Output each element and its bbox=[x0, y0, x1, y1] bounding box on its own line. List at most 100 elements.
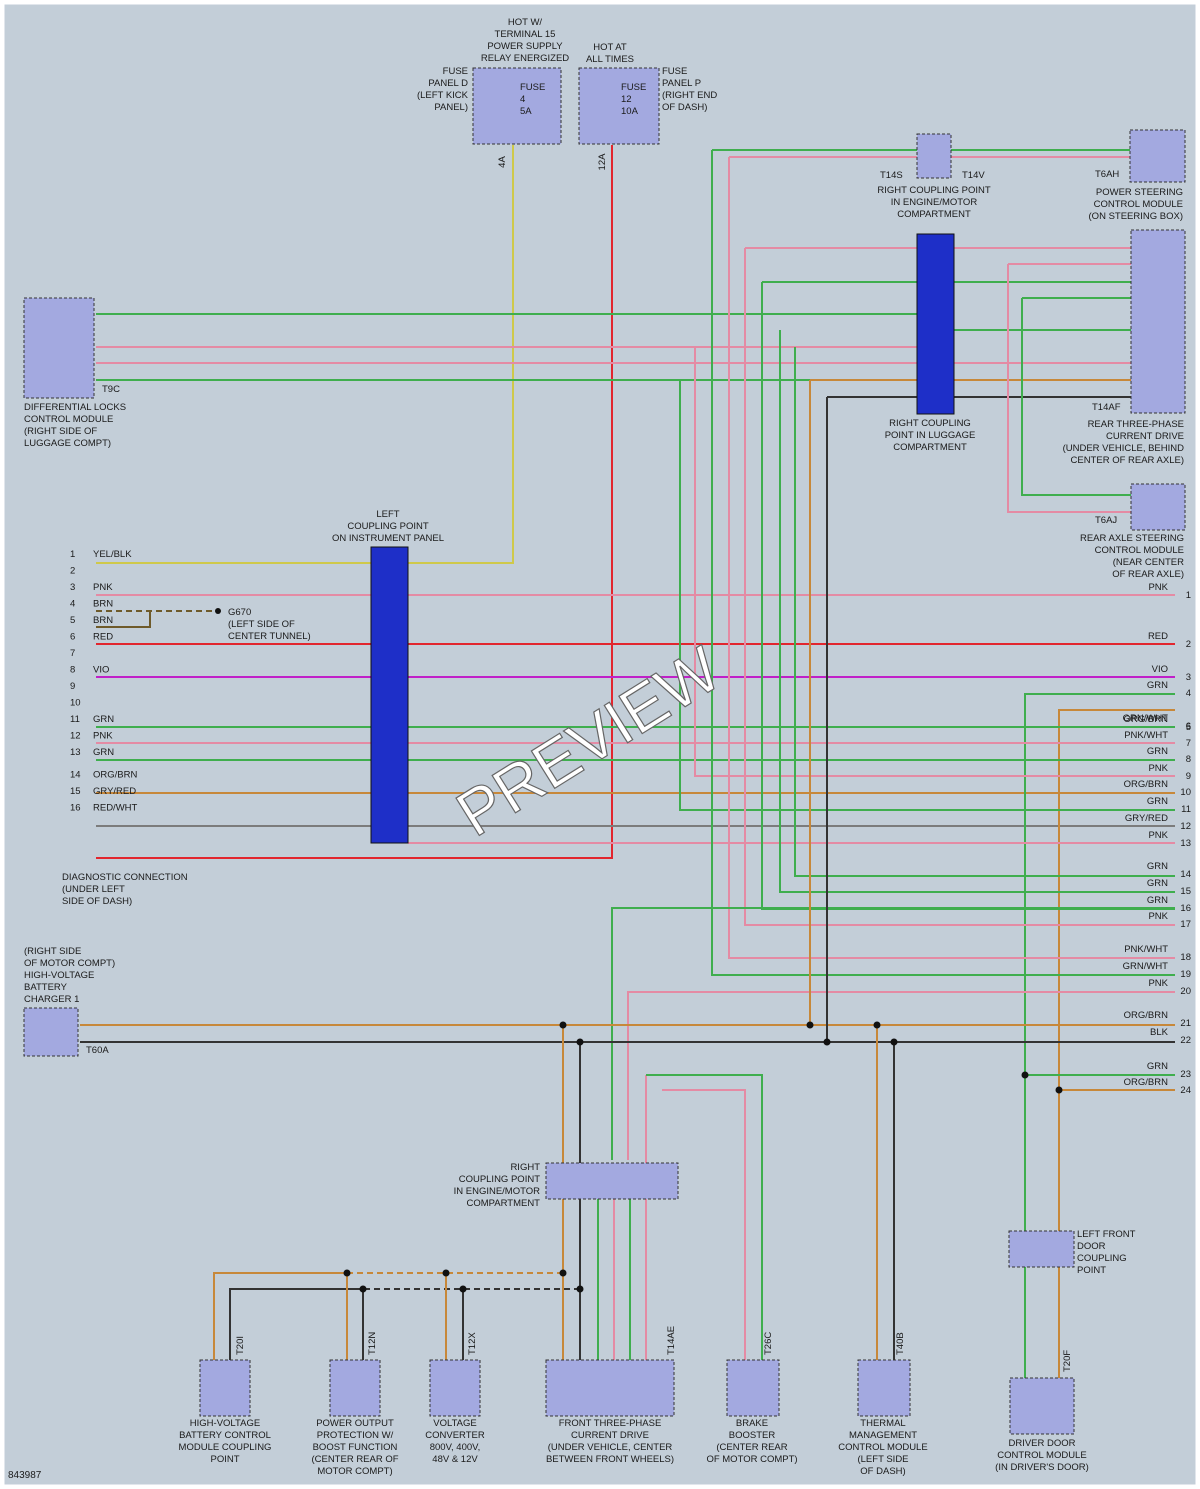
fuse-d-name-line: PANEL) bbox=[434, 102, 468, 113]
fuse-d-name-line: (LEFT KICK bbox=[417, 90, 469, 101]
hv-bcm-name-line: POINT bbox=[210, 1454, 239, 1465]
grn-wire bbox=[611, 907, 1175, 1160]
hv-bcm-name-line: HIGH-VOLTAGE bbox=[190, 1418, 260, 1429]
fuse-d-fuse-line: 4 bbox=[520, 94, 525, 105]
rear-steer-name-line: OF REAR AXLE) bbox=[1112, 569, 1184, 580]
fuse-d-note-line: RELAY ENERGIZED bbox=[481, 53, 569, 64]
left-pin-wire: YEL/BLK bbox=[93, 549, 132, 560]
splice-dot bbox=[576, 1285, 584, 1293]
power-output-name-line: BOOST FUNCTION bbox=[313, 1442, 398, 1453]
splice-dot bbox=[1021, 1071, 1029, 1079]
power-steering-name-line: POWER STEERING bbox=[1096, 187, 1183, 198]
left-pin-number: 3 bbox=[70, 582, 75, 593]
left-coupling-point-block bbox=[370, 546, 409, 844]
power-output-name-line: PROTECTION W/ bbox=[317, 1430, 394, 1441]
rear-steering-box bbox=[1130, 483, 1186, 531]
fuse-d-fuse-line: 5A bbox=[520, 106, 532, 117]
fuse-p-fuse-line: 10A bbox=[621, 106, 639, 117]
rear-drive-name-line: CENTER OF REAR AXLE) bbox=[1071, 455, 1185, 466]
rcp-engine-top-name-line: RIGHT COUPLING POINT bbox=[877, 185, 991, 196]
brake-booster-name-line: BRAKE bbox=[736, 1418, 768, 1429]
right-ref-wire: ORG/BRN bbox=[1124, 714, 1168, 725]
conn-t12n: T12N bbox=[367, 1332, 378, 1355]
left-pin-wire: RED bbox=[93, 632, 113, 643]
rear-steer-name-line: CONTROL MODULE bbox=[1095, 545, 1184, 556]
power-output-name-line: POWER OUTPUT bbox=[316, 1418, 394, 1429]
power-steering-name-line: CONTROL MODULE bbox=[1094, 199, 1183, 210]
right-ref-number: 15 bbox=[1180, 886, 1191, 897]
left-pin-wire: GRY/RED bbox=[93, 786, 136, 797]
wires-layer bbox=[80, 145, 1175, 1378]
yel-blk-wire bbox=[408, 145, 514, 564]
diag-name-line: SIDE OF DASH) bbox=[62, 896, 132, 907]
splice-dot bbox=[559, 1021, 567, 1029]
rcp-engine-top-name-line: COMPARTMENT bbox=[897, 209, 971, 220]
splice-dot bbox=[459, 1285, 467, 1293]
left-pin-wire: PNK bbox=[93, 582, 113, 593]
left-pin-wire: BRN bbox=[93, 599, 113, 610]
left-pin-number: 13 bbox=[70, 747, 81, 758]
diff-locks-conn: T9C bbox=[102, 384, 120, 395]
left-pin-number: 10 bbox=[70, 698, 81, 709]
rcp-luggage-name-line: COMPARTMENT bbox=[893, 442, 967, 453]
left-pin-wire: RED/WHT bbox=[93, 803, 138, 814]
splice-dot bbox=[442, 1269, 450, 1277]
rcp-engine-bottom-name-line: IN ENGINE/MOTOR bbox=[454, 1186, 541, 1197]
left-pin-number: 1 bbox=[70, 549, 75, 560]
left-pin-number: 11 bbox=[70, 714, 80, 725]
conn-t14ae: T14AE bbox=[666, 1326, 677, 1355]
right-ref-number: 5 bbox=[1186, 722, 1191, 733]
brake-booster-box bbox=[726, 1359, 780, 1417]
components-layer bbox=[23, 67, 1186, 1435]
org-brn-wire bbox=[213, 1272, 347, 1360]
right-ref-wire: GRN bbox=[1147, 746, 1168, 757]
rear-drive-box bbox=[1130, 229, 1186, 414]
preview-watermark: PREVIEW bbox=[444, 632, 733, 850]
left-pin-wire: VIO bbox=[93, 665, 109, 676]
right-ref-wire: PNK bbox=[1148, 911, 1168, 922]
pnk-wire bbox=[662, 1089, 746, 1360]
right-ref-number: 1 bbox=[1186, 590, 1191, 601]
rcp-engine-bottom-name-line: COMPARTMENT bbox=[466, 1198, 540, 1209]
right-ref-wire: GRN bbox=[1147, 1061, 1168, 1072]
fuse-d-name-line: PANEL D bbox=[428, 78, 468, 89]
grn-wire bbox=[1021, 298, 1131, 496]
fuse-d-fuse-line: FUSE bbox=[520, 82, 545, 93]
right-ref-number: 17 bbox=[1180, 919, 1191, 930]
right-ref-wire: GRY/RED bbox=[1125, 813, 1168, 824]
hv-charger-name-line: BATTERY bbox=[24, 982, 68, 993]
rear-drive-name-line: (UNDER VEHICLE, BEHIND bbox=[1063, 443, 1185, 454]
splice-dot bbox=[559, 1269, 567, 1277]
right-ref-number: 18 bbox=[1180, 952, 1191, 963]
voltage-conv-name-line: 48V & 12V bbox=[432, 1454, 478, 1465]
hv-battery-coupling-box bbox=[199, 1359, 251, 1417]
fuse-p-name-line: (RIGHT END bbox=[662, 90, 717, 101]
fuse-panel-d-box bbox=[472, 67, 562, 145]
right-ref-wire: PNK/WHT bbox=[1124, 944, 1168, 955]
brake-booster-name-line: OF MOTOR COMPT) bbox=[706, 1454, 797, 1465]
brake-booster-name-line: (CENTER REAR bbox=[716, 1442, 787, 1453]
right-ref-number: 20 bbox=[1180, 986, 1191, 997]
right-ref-number: 9 bbox=[1186, 771, 1191, 782]
right-ref-wire: PNK bbox=[1148, 978, 1168, 989]
right-ref-number: 11 bbox=[1181, 804, 1191, 815]
conn-t60a: T60A bbox=[86, 1045, 109, 1056]
conn-t14s: T14S bbox=[880, 170, 903, 181]
rear-drive-name-line: CURRENT DRIVE bbox=[1106, 431, 1184, 442]
right-ref-number: 16 bbox=[1180, 903, 1191, 914]
conn-t40b: T40B bbox=[895, 1332, 906, 1355]
right-ref-number: 7 bbox=[1186, 738, 1191, 749]
pnk-wire bbox=[744, 248, 1175, 926]
left-pin-number: 15 bbox=[70, 786, 81, 797]
diff-locks-name-line: DIFFERENTIAL LOCKS bbox=[24, 402, 126, 413]
driver-door-name-line: DRIVER DOOR bbox=[1008, 1438, 1075, 1449]
right-ref-wire: GRN bbox=[1147, 680, 1168, 691]
voltage-conv-name-line: VOLTAGE bbox=[433, 1418, 476, 1429]
right-ref-number: 13 bbox=[1180, 838, 1191, 849]
right-ref-wire: GRN bbox=[1147, 895, 1168, 906]
left-pin-number: 6 bbox=[70, 632, 75, 643]
conn-t6aj: T6AJ bbox=[1095, 515, 1117, 526]
splice-dot bbox=[873, 1021, 881, 1029]
fuse-panel-p-box bbox=[578, 67, 660, 145]
